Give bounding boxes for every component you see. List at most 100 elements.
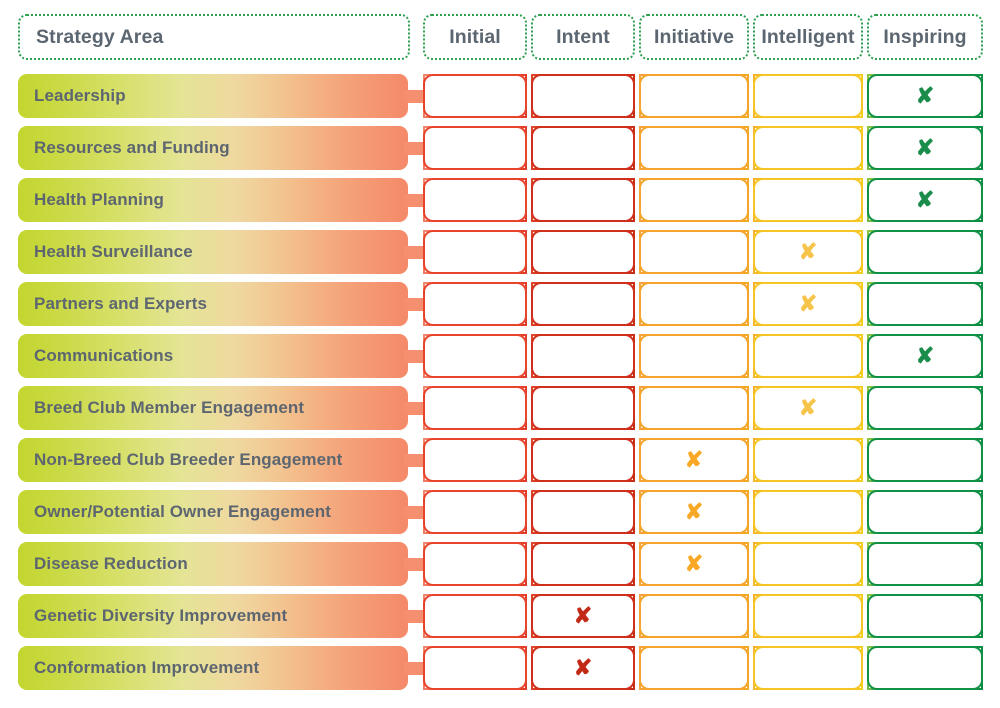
cell-outline xyxy=(531,542,635,586)
matrix-cell-intelligent[interactable]: ✘ xyxy=(753,438,863,482)
row-connector xyxy=(404,610,426,623)
matrix-cell-initial[interactable]: ✘ xyxy=(423,386,527,430)
row-label-pill[interactable]: Conformation Improvement xyxy=(18,646,408,690)
matrix-cell-intelligent[interactable]: ✘ xyxy=(753,230,863,274)
matrix-cell-intent[interactable]: ✘ xyxy=(531,490,635,534)
matrix-cell-inspiring[interactable]: ✘ xyxy=(867,490,983,534)
row-label-pill[interactable]: Owner/Potential Owner Engagement xyxy=(18,490,408,534)
matrix-cell-initiative[interactable]: ✘ xyxy=(639,386,749,430)
matrix-cell-initial[interactable]: ✘ xyxy=(423,594,527,638)
matrix-cell-inspiring[interactable]: ✘ xyxy=(867,386,983,430)
matrix-cell-initiative[interactable]: ✘ xyxy=(639,126,749,170)
matrix-cell-inspiring[interactable]: ✘ xyxy=(867,230,983,274)
cell-outline xyxy=(423,74,527,118)
matrix-cell-initiative[interactable]: ✘ xyxy=(639,542,749,586)
cell-outline xyxy=(639,230,749,274)
row-label-pill[interactable]: Non-Breed Club Breeder Engagement xyxy=(18,438,408,482)
matrix-row: Health Planning✘✘✘✘✘ xyxy=(0,178,1000,222)
cell-outline xyxy=(531,74,635,118)
row-connector xyxy=(404,194,426,207)
matrix-cell-inspiring[interactable]: ✘ xyxy=(867,178,983,222)
row-label-pill[interactable]: Communications xyxy=(18,334,408,378)
column-header-inspiring[interactable]: Inspiring xyxy=(867,14,983,60)
matrix-cell-intent[interactable]: ✘ xyxy=(531,386,635,430)
matrix-cell-intelligent[interactable]: ✘ xyxy=(753,542,863,586)
cell-outline xyxy=(867,490,983,534)
cell-outline xyxy=(753,594,863,638)
matrix-cell-intent[interactable]: ✘ xyxy=(531,542,635,586)
row-label-text: Conformation Improvement xyxy=(34,658,260,677)
row-label-pill[interactable]: Genetic Diversity Improvement xyxy=(18,594,408,638)
matrix-cell-initial[interactable]: ✘ xyxy=(423,490,527,534)
matrix-cell-initiative[interactable]: ✘ xyxy=(639,282,749,326)
matrix-cell-initiative[interactable]: ✘ xyxy=(639,594,749,638)
matrix-cell-initiative[interactable]: ✘ xyxy=(639,230,749,274)
matrix-cell-initiative[interactable]: ✘ xyxy=(639,334,749,378)
row-label-pill[interactable]: Disease Reduction xyxy=(18,542,408,586)
matrix-cell-initial[interactable]: ✘ xyxy=(423,334,527,378)
matrix-cell-initial[interactable]: ✘ xyxy=(423,178,527,222)
matrix-cell-initial[interactable]: ✘ xyxy=(423,230,527,274)
matrix-cell-inspiring[interactable]: ✘ xyxy=(867,594,983,638)
column-header-intent[interactable]: Intent xyxy=(531,14,635,60)
matrix-cell-intent[interactable]: ✘ xyxy=(531,438,635,482)
cell-outline xyxy=(753,74,863,118)
matrix-cell-inspiring[interactable]: ✘ xyxy=(867,542,983,586)
column-header-initiative[interactable]: Initiative xyxy=(639,14,749,60)
cell-outline xyxy=(867,230,983,274)
matrix-cell-initiative[interactable]: ✘ xyxy=(639,646,749,690)
column-header-intelligent[interactable]: Intelligent xyxy=(753,14,863,60)
matrix-cell-intelligent[interactable]: ✘ xyxy=(753,334,863,378)
matrix-cell-inspiring[interactable]: ✘ xyxy=(867,74,983,118)
cell-outline xyxy=(423,282,527,326)
matrix-cell-intent[interactable]: ✘ xyxy=(531,594,635,638)
cell-outline xyxy=(867,438,983,482)
matrix-cell-intelligent[interactable]: ✘ xyxy=(753,282,863,326)
matrix-row: Resources and Funding✘✘✘✘✘ xyxy=(0,126,1000,170)
row-label-pill[interactable]: Resources and Funding xyxy=(18,126,408,170)
matrix-cell-inspiring[interactable]: ✘ xyxy=(867,126,983,170)
matrix-cell-inspiring[interactable]: ✘ xyxy=(867,646,983,690)
matrix-row: Partners and Experts✘✘✘✘✘ xyxy=(0,282,1000,326)
matrix-cell-intent[interactable]: ✘ xyxy=(531,126,635,170)
row-label-text: Health Planning xyxy=(34,190,164,209)
matrix-cell-intent[interactable]: ✘ xyxy=(531,282,635,326)
matrix-cell-intent[interactable]: ✘ xyxy=(531,74,635,118)
matrix-cell-inspiring[interactable]: ✘ xyxy=(867,334,983,378)
matrix-cell-intelligent[interactable]: ✘ xyxy=(753,126,863,170)
matrix-cell-inspiring[interactable]: ✘ xyxy=(867,282,983,326)
matrix-cell-initiative[interactable]: ✘ xyxy=(639,74,749,118)
row-label-pill[interactable]: Leadership xyxy=(18,74,408,118)
matrix-cell-initial[interactable]: ✘ xyxy=(423,438,527,482)
row-label-pill[interactable]: Health Surveillance xyxy=(18,230,408,274)
matrix-cell-intelligent[interactable]: ✘ xyxy=(753,386,863,430)
cross-mark-icon: ✘ xyxy=(684,551,704,576)
matrix-cell-intelligent[interactable]: ✘ xyxy=(753,594,863,638)
cell-outline xyxy=(639,282,749,326)
matrix-cell-initial[interactable]: ✘ xyxy=(423,282,527,326)
column-header-initial[interactable]: Initial xyxy=(423,14,527,60)
row-connector xyxy=(404,454,426,467)
matrix-cell-initiative[interactable]: ✘ xyxy=(639,490,749,534)
matrix-cell-intelligent[interactable]: ✘ xyxy=(753,646,863,690)
row-label-pill[interactable]: Breed Club Member Engagement xyxy=(18,386,408,430)
matrix-cell-inspiring[interactable]: ✘ xyxy=(867,438,983,482)
matrix-cell-intelligent[interactable]: ✘ xyxy=(753,178,863,222)
matrix-cell-initiative[interactable]: ✘ xyxy=(639,178,749,222)
row-label-pill[interactable]: Health Planning xyxy=(18,178,408,222)
cell-outline xyxy=(639,74,749,118)
matrix-cell-intent[interactable]: ✘ xyxy=(531,178,635,222)
matrix-cell-initial[interactable]: ✘ xyxy=(423,74,527,118)
matrix-cell-intelligent[interactable]: ✘ xyxy=(753,490,863,534)
matrix-cell-initial[interactable]: ✘ xyxy=(423,126,527,170)
matrix-cell-intent[interactable]: ✘ xyxy=(531,230,635,274)
matrix-cell-initiative[interactable]: ✘ xyxy=(639,438,749,482)
matrix-cell-initial[interactable]: ✘ xyxy=(423,646,527,690)
matrix-cell-intent[interactable]: ✘ xyxy=(531,334,635,378)
matrix-cell-intelligent[interactable]: ✘ xyxy=(753,74,863,118)
matrix-cell-intent[interactable]: ✘ xyxy=(531,646,635,690)
row-label-pill[interactable]: Partners and Experts xyxy=(18,282,408,326)
matrix-cell-initial[interactable]: ✘ xyxy=(423,542,527,586)
